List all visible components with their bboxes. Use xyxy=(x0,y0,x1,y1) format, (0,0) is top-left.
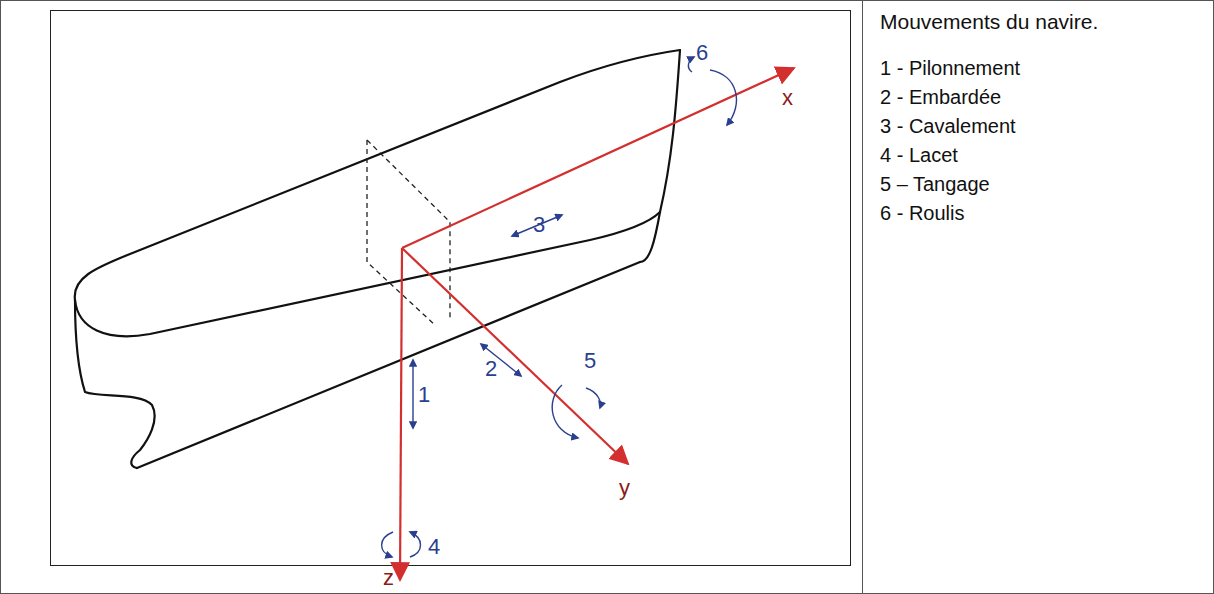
axis-letter: x xyxy=(782,85,793,110)
section-dashes xyxy=(367,140,450,326)
callout-number: 5 xyxy=(584,348,596,373)
ship-hull xyxy=(75,50,680,468)
callout-number: 3 xyxy=(533,212,545,237)
legend-item: 6 - Roulis xyxy=(880,202,964,225)
callout-number: 6 xyxy=(696,40,708,65)
picture-frame xyxy=(51,11,851,566)
axis-letter: z xyxy=(383,565,394,590)
callout-number: 1 xyxy=(418,382,430,407)
legend-item: 1 - Pilonnement xyxy=(880,57,1020,80)
legend-item: 5 – Tangage xyxy=(880,173,990,196)
callout-number: 2 xyxy=(485,356,497,381)
legend-item: 4 - Lacet xyxy=(880,144,958,167)
panel-title: Mouvements du navire. xyxy=(880,10,1098,34)
callout-number: 4 xyxy=(428,534,440,559)
legend-item: 3 - Cavalement xyxy=(880,115,1016,138)
axis-letter: y xyxy=(619,475,630,500)
motion-arrows xyxy=(382,57,737,557)
axes xyxy=(400,68,794,580)
legend-item: 2 - Embardée xyxy=(880,86,1001,109)
